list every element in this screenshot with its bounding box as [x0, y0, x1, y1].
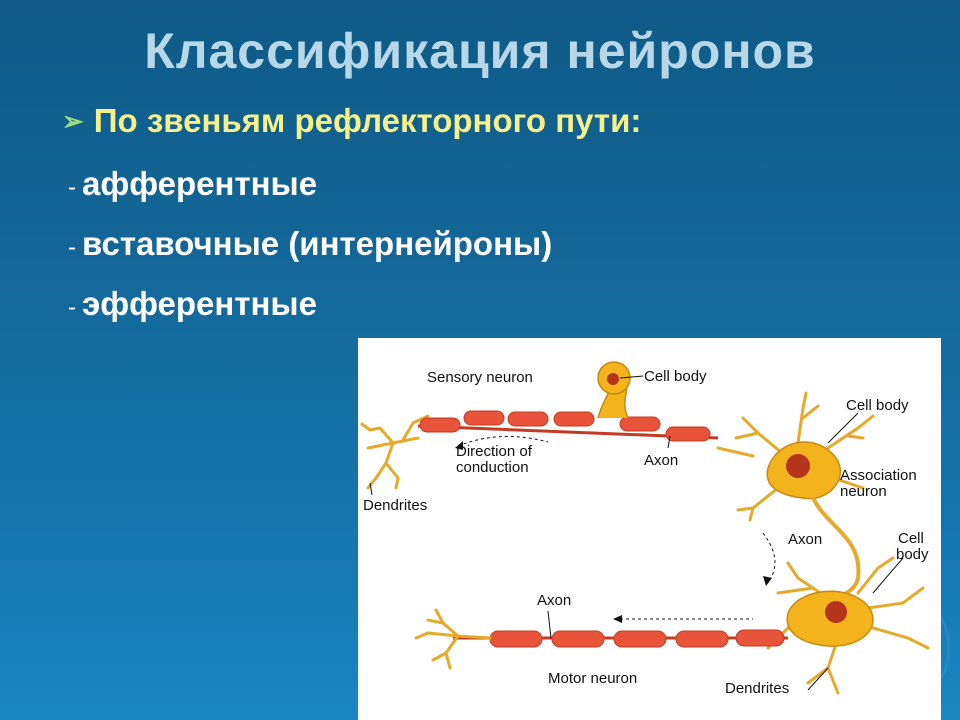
label-direction-2: conduction	[456, 459, 529, 476]
label-sensory-neuron: Sensory neuron	[427, 369, 533, 386]
motor-myelin	[489, 629, 785, 648]
list-item-dash: -	[68, 234, 76, 261]
label-axon-2: Axon	[788, 531, 822, 548]
label-cell-body-2: Cell body	[846, 397, 909, 414]
list-item-text: вставочные (интернейроны)	[82, 225, 553, 262]
conduction-arrow-2	[762, 532, 776, 584]
motor-nucleus	[825, 601, 847, 623]
motor-terminal	[414, 608, 492, 670]
label-dendrites-1: Dendrites	[363, 497, 427, 514]
label-axon-1: Axon	[644, 452, 678, 469]
arrow-bullet-icon: ➢	[62, 105, 84, 136]
list-item-text: афферентные	[82, 165, 318, 202]
neuron-diagram: Sensory neuron Cell body Direction of co…	[360, 361, 930, 697]
arrow-head-icon	[763, 576, 772, 586]
bullet-heading: ➢ По звеньям рефлекторного пути:	[62, 102, 641, 140]
sensory-nucleus	[607, 373, 619, 385]
list-item-dash: -	[68, 294, 76, 321]
list-item-text: эфферентные	[82, 285, 317, 322]
label-association-2: neuron	[840, 483, 887, 500]
label-cell-body-1: Cell body	[644, 368, 707, 385]
bullet-heading-text: По звеньям рефлекторного пути:	[93, 102, 642, 139]
list-item-afferent: -афферентные	[68, 165, 317, 203]
motor-dendrites	[766, 556, 930, 695]
slide-title: Классификация нейронов	[144, 23, 816, 79]
label-association-1: Association	[840, 467, 917, 484]
leader-line	[619, 375, 644, 379]
association-nucleus	[786, 454, 810, 478]
list-item-interneuron: -вставочные (интернейроны)	[68, 225, 552, 263]
label-motor-neuron: Motor neuron	[548, 670, 637, 687]
sensory-myelin	[419, 410, 711, 442]
arrow-head-icon	[455, 441, 463, 450]
label-dendrites-2: Dendrites	[725, 680, 789, 697]
reflex-arc-figure: Sensory neuron Cell body Direction of co…	[358, 338, 941, 720]
label-cell-body-3b: body	[896, 546, 929, 563]
label-direction-1: Direction of	[456, 443, 533, 460]
list-item-efferent: -эфферентные	[68, 285, 317, 323]
sensory-dendrites	[360, 414, 430, 490]
association-axon	[811, 497, 861, 605]
arrow-head-icon	[613, 615, 622, 623]
list-item-dash: -	[68, 174, 76, 201]
label-axon-3: Axon	[537, 592, 571, 609]
label-cell-body-3a: Cell	[898, 530, 924, 547]
